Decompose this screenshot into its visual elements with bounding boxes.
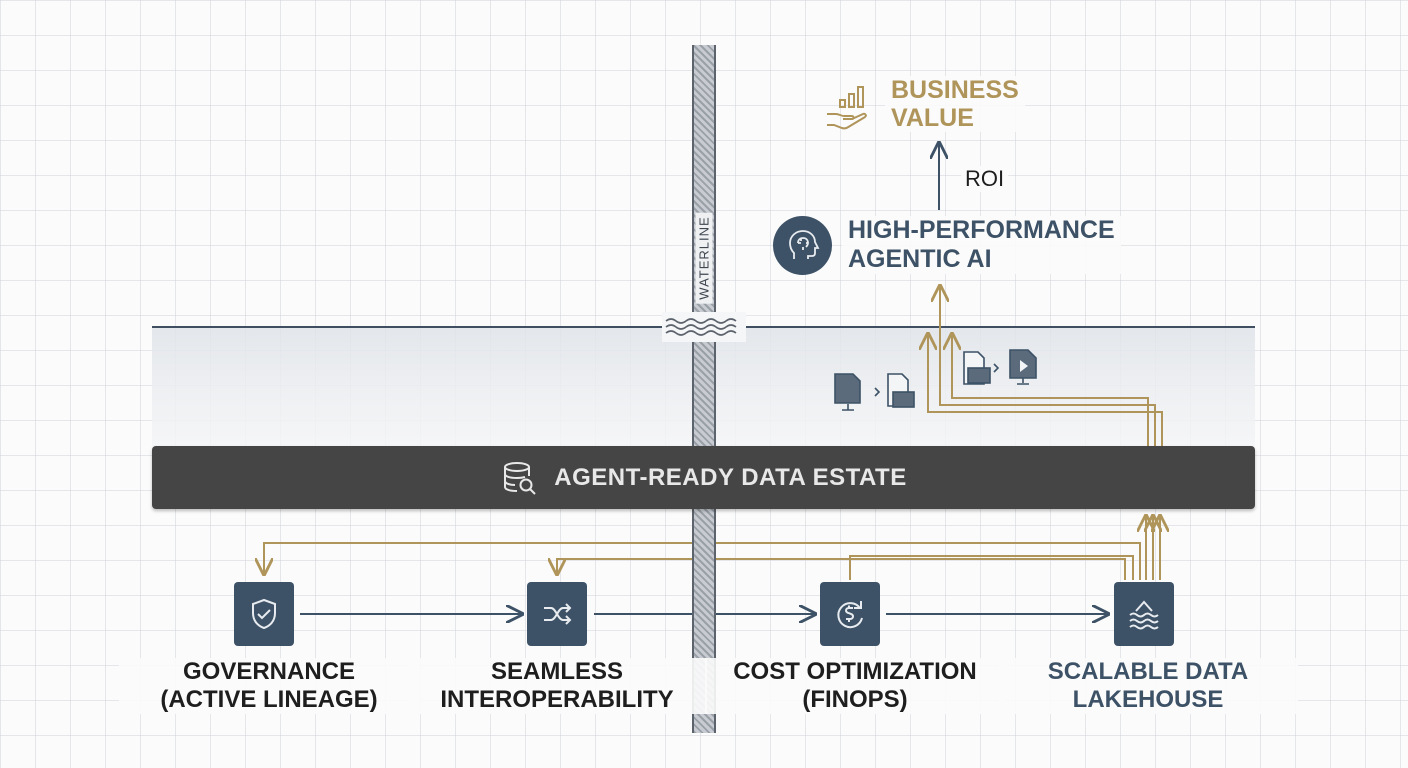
hand-bar-chart-icon	[827, 86, 867, 130]
feedback-line-to-interop	[557, 559, 1126, 580]
estate-to-ai-line-1	[928, 334, 1163, 446]
cost-optimization-node	[820, 582, 880, 646]
business-value-label: BUSINESS VALUE	[885, 76, 1025, 132]
estate-title: AGENT-READY DATA ESTATE	[554, 463, 907, 491]
governance-label: GOVERNANCE (ACTIVE LINEAGE)	[119, 658, 419, 714]
cost-to-lakehouse-link	[849, 555, 1134, 580]
lakehouse-node	[1114, 582, 1174, 646]
cost-optimization-label: COST OPTIMIZATION (FINOPS)	[705, 658, 1005, 714]
agentic-ai-node	[773, 216, 832, 275]
waterline-label: WATERLINE	[695, 212, 713, 304]
database-search-icon	[504, 461, 537, 495]
estate-to-ai-line-3	[952, 334, 1149, 446]
roi-label: ROI	[961, 166, 1009, 192]
dollar-cycle-icon	[837, 601, 863, 629]
agentic-ai-label: HIGH-PERFORMANCE AGENTIC AI	[842, 216, 1121, 274]
waterline-post	[692, 45, 716, 733]
shield-check-icon	[252, 598, 276, 630]
document-to-screen-icon	[834, 373, 915, 411]
brain-head-icon	[788, 229, 819, 259]
interoperability-label: SEAMLESS INTEROPERABILITY	[407, 658, 707, 714]
governance-node	[234, 582, 294, 646]
document-to-monitor-icon	[963, 349, 1037, 385]
waves-icon	[662, 312, 746, 342]
estate-to-ai-line-2	[940, 286, 1156, 446]
lakehouse-label: SCALABLE DATA LAKEHOUSE	[998, 658, 1298, 714]
interoperability-node	[527, 582, 587, 646]
agent-ready-data-estate-bar: AGENT-READY DATA ESTATE	[152, 446, 1255, 509]
shuffle-arrows-icon	[544, 603, 572, 625]
lake-waves-icon	[1129, 600, 1159, 630]
